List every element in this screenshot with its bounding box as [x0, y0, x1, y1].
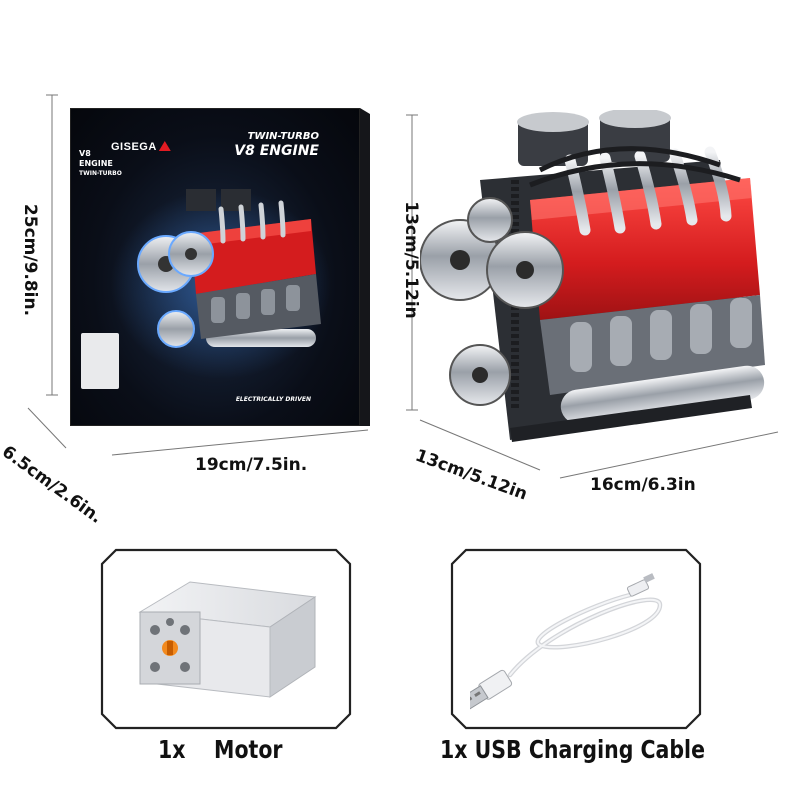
box-engine-illustration [111, 189, 331, 379]
logo-triangle-icon [158, 141, 171, 151]
cable-name: USB Charging Cable [474, 735, 706, 764]
cable-qty: 1x [440, 735, 468, 764]
brand-logo: GISEGA [111, 141, 171, 153]
motor-label: 1x Motor [158, 735, 283, 764]
side-line-1: V8 [79, 149, 91, 158]
motor-image [138, 581, 317, 698]
product-box: GISEGA TWIN-TURBO V8 ENGINE V8 ENGINE TW… [70, 108, 360, 426]
side-line-2: ENGINE [79, 159, 113, 168]
side-line-3: TWIN-TURBO [79, 170, 122, 177]
model-width-line [559, 431, 779, 479]
engine-model [420, 110, 765, 442]
usb-cable-image [470, 573, 663, 712]
box-badge: ELECTRICALLY DRIVEN [235, 396, 311, 403]
motor-card-frame [100, 548, 352, 730]
box-motor-sticker [81, 333, 119, 389]
model-depth-line [419, 419, 541, 471]
box-height-label: 25cm/9.8in. [20, 203, 41, 317]
box-side-text: V8 ENGINE TWIN-TURBO [79, 149, 122, 179]
product-box-side [360, 108, 370, 426]
model-height-label: 13cm/5.12in [400, 201, 421, 319]
box-width-line [111, 429, 369, 456]
box-title-line1: TWIN-TURBO [247, 131, 319, 142]
motor-qty: 1x [158, 735, 186, 764]
cable-label: 1x USB Charging Cable [440, 735, 705, 764]
model-width-label: 16cm/6.3in [590, 475, 696, 495]
cable-card-frame [450, 548, 702, 730]
box-depth-line [27, 407, 67, 449]
box-title-line2: V8 ENGINE [234, 143, 319, 159]
motor-name: Motor [214, 735, 283, 764]
box-width-label: 19cm/7.5in. [195, 455, 308, 475]
